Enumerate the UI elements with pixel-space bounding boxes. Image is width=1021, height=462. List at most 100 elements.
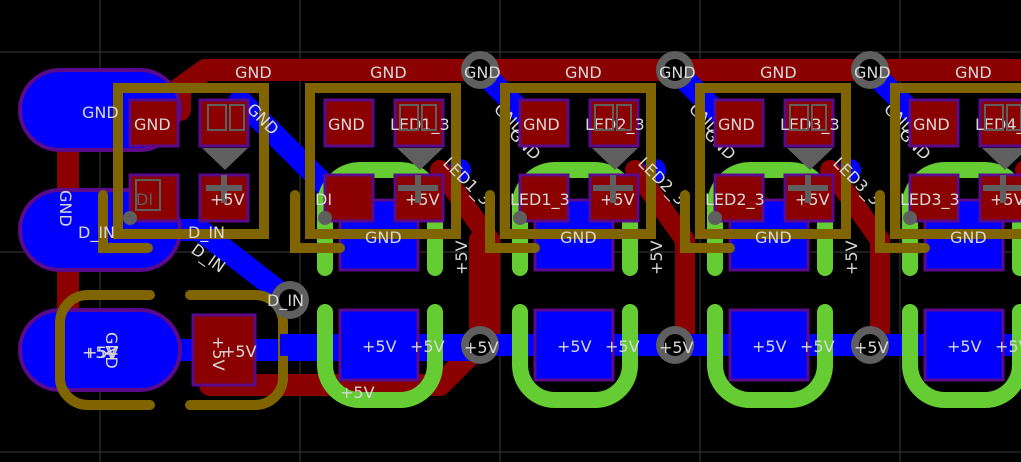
cap-silk-bottom (902, 304, 1021, 408)
gnd-rail-label: GND (760, 63, 797, 82)
gnd-via-label: GND (659, 63, 696, 82)
cap-bottom-pad[interactable] (728, 308, 810, 382)
led-gnd-label: GND (913, 115, 950, 134)
via-hole (664, 59, 686, 81)
pad-label-ghost (984, 104, 1021, 131)
led-vcc-label: +5V (600, 190, 635, 209)
led-gnd-label: GND (328, 115, 365, 134)
led-orientation-marker (592, 148, 638, 170)
via-hole (469, 334, 491, 356)
led-di-label: LED1_3 (510, 190, 570, 210)
gnd-rail-label: GND (370, 63, 407, 82)
via-hole (664, 334, 686, 356)
resistor-pad[interactable] (191, 313, 257, 387)
led-silk-outline (500, 83, 656, 239)
led-di-label: LED3_3 (900, 190, 960, 210)
input-ic-corner (98, 190, 153, 253)
cap-vcc-label: +5V (947, 337, 982, 356)
input-ic-pads (128, 98, 257, 387)
cap-bottom-pad[interactable] (338, 308, 420, 382)
led-gnd-pad[interactable] (713, 98, 765, 148)
led-gnd-pad[interactable] (518, 98, 570, 148)
input-ic-outline (113, 83, 269, 239)
led-silk-corner (485, 190, 540, 253)
led-silk-corner (875, 190, 930, 253)
via-hole (859, 334, 881, 356)
led-di-pad[interactable] (323, 173, 375, 223)
vcc-riser-label: +5V (452, 240, 471, 275)
led-di-pad[interactable] (908, 173, 960, 223)
connector-pad-gnd-label: GND (82, 103, 119, 122)
led-di-pad[interactable] (713, 173, 765, 223)
led-gnd-trace-label: GND (560, 228, 597, 247)
pin1-marker (708, 211, 722, 225)
led-silk-outline (890, 83, 1021, 239)
connector-silk (55, 290, 155, 411)
led-orientation-marker (397, 148, 443, 170)
led-gnd-trace-label: GND (365, 228, 402, 247)
via-hole (469, 59, 491, 81)
led-gnd-pad[interactable] (323, 98, 375, 148)
pin1-marker (513, 211, 527, 225)
vcc-plus-mark (610, 175, 616, 203)
pin1-marker (123, 211, 137, 225)
vcc-plus-mark (1000, 175, 1006, 203)
input-ic-di-pad[interactable] (128, 173, 180, 223)
led-do-label: LED3_3 (780, 115, 840, 135)
led-di-label: DI (315, 190, 332, 209)
d-in-via-label: D_IN (267, 291, 304, 311)
cap-vcc-label: +5V (752, 337, 787, 356)
gnd-rail-label: GND (235, 63, 272, 82)
cap-vcc-label: +5V (557, 337, 592, 356)
cap-vcc-label: +5V (605, 337, 640, 356)
vcc-plus-mark (415, 175, 421, 203)
led-silk-corner (290, 190, 345, 253)
cap-bottom-pad[interactable] (533, 308, 615, 382)
cap-silk-bottom (707, 304, 833, 408)
gnd-rail-label: GND (565, 63, 602, 82)
input-ic-di-label: DI (136, 190, 153, 209)
led-silk-outline (695, 83, 851, 239)
pad-label-ghost (789, 104, 827, 131)
connector-pad-vcc-label: +5V (82, 343, 117, 362)
cap-vcc-label: +5V (800, 337, 835, 356)
led-do-pad[interactable] (978, 98, 1021, 148)
via-hole (859, 59, 881, 81)
vcc-plus-mark (805, 175, 811, 203)
led-orientation-marker (787, 148, 833, 170)
led-gnd-trace-label: GND (755, 228, 792, 247)
led-vcc-label: +5V (405, 190, 440, 209)
led-silk-outline (305, 83, 461, 239)
via-hole (279, 289, 301, 311)
resistor-label: +5V (209, 336, 228, 371)
gnd-rail-label: GND (955, 63, 992, 82)
vcc-via-label: +5V (854, 338, 889, 357)
led-orientation-marker (982, 148, 1021, 170)
vcc-label: +5V (84, 343, 119, 362)
led-do-label: LED2_3 (585, 115, 645, 135)
connector-side-gnd-label: GND (102, 332, 121, 369)
pad-label-ghost (135, 179, 161, 211)
vcc-via-label: +5V (464, 338, 499, 357)
pad-label-ghost (207, 104, 245, 131)
led-gnd-pad[interactable] (908, 98, 960, 148)
led-di-pad[interactable] (518, 173, 570, 223)
led-gnd-trace-label: GND (950, 228, 987, 247)
cap-silk-bottom (317, 304, 443, 408)
led-do-label: LED1_3 (390, 115, 450, 135)
input-ic-gnd-label: GND (134, 115, 171, 134)
pin1-marker (903, 211, 917, 225)
vcc-label: +5V (222, 342, 257, 361)
gnd-via-label: GND (464, 63, 501, 82)
connector-pad-din-label: D_IN (78, 223, 115, 243)
vcc-riser-label: +5V (842, 240, 861, 275)
led-do-label: LED4_3 (975, 115, 1021, 135)
led-silk-corner (680, 190, 735, 253)
vcc-riser-label: +5V (647, 240, 666, 275)
input-ic-gnd-pad[interactable] (128, 98, 180, 148)
cap-bottom-pad[interactable] (923, 308, 1005, 382)
pad-label-ghost (594, 104, 632, 131)
